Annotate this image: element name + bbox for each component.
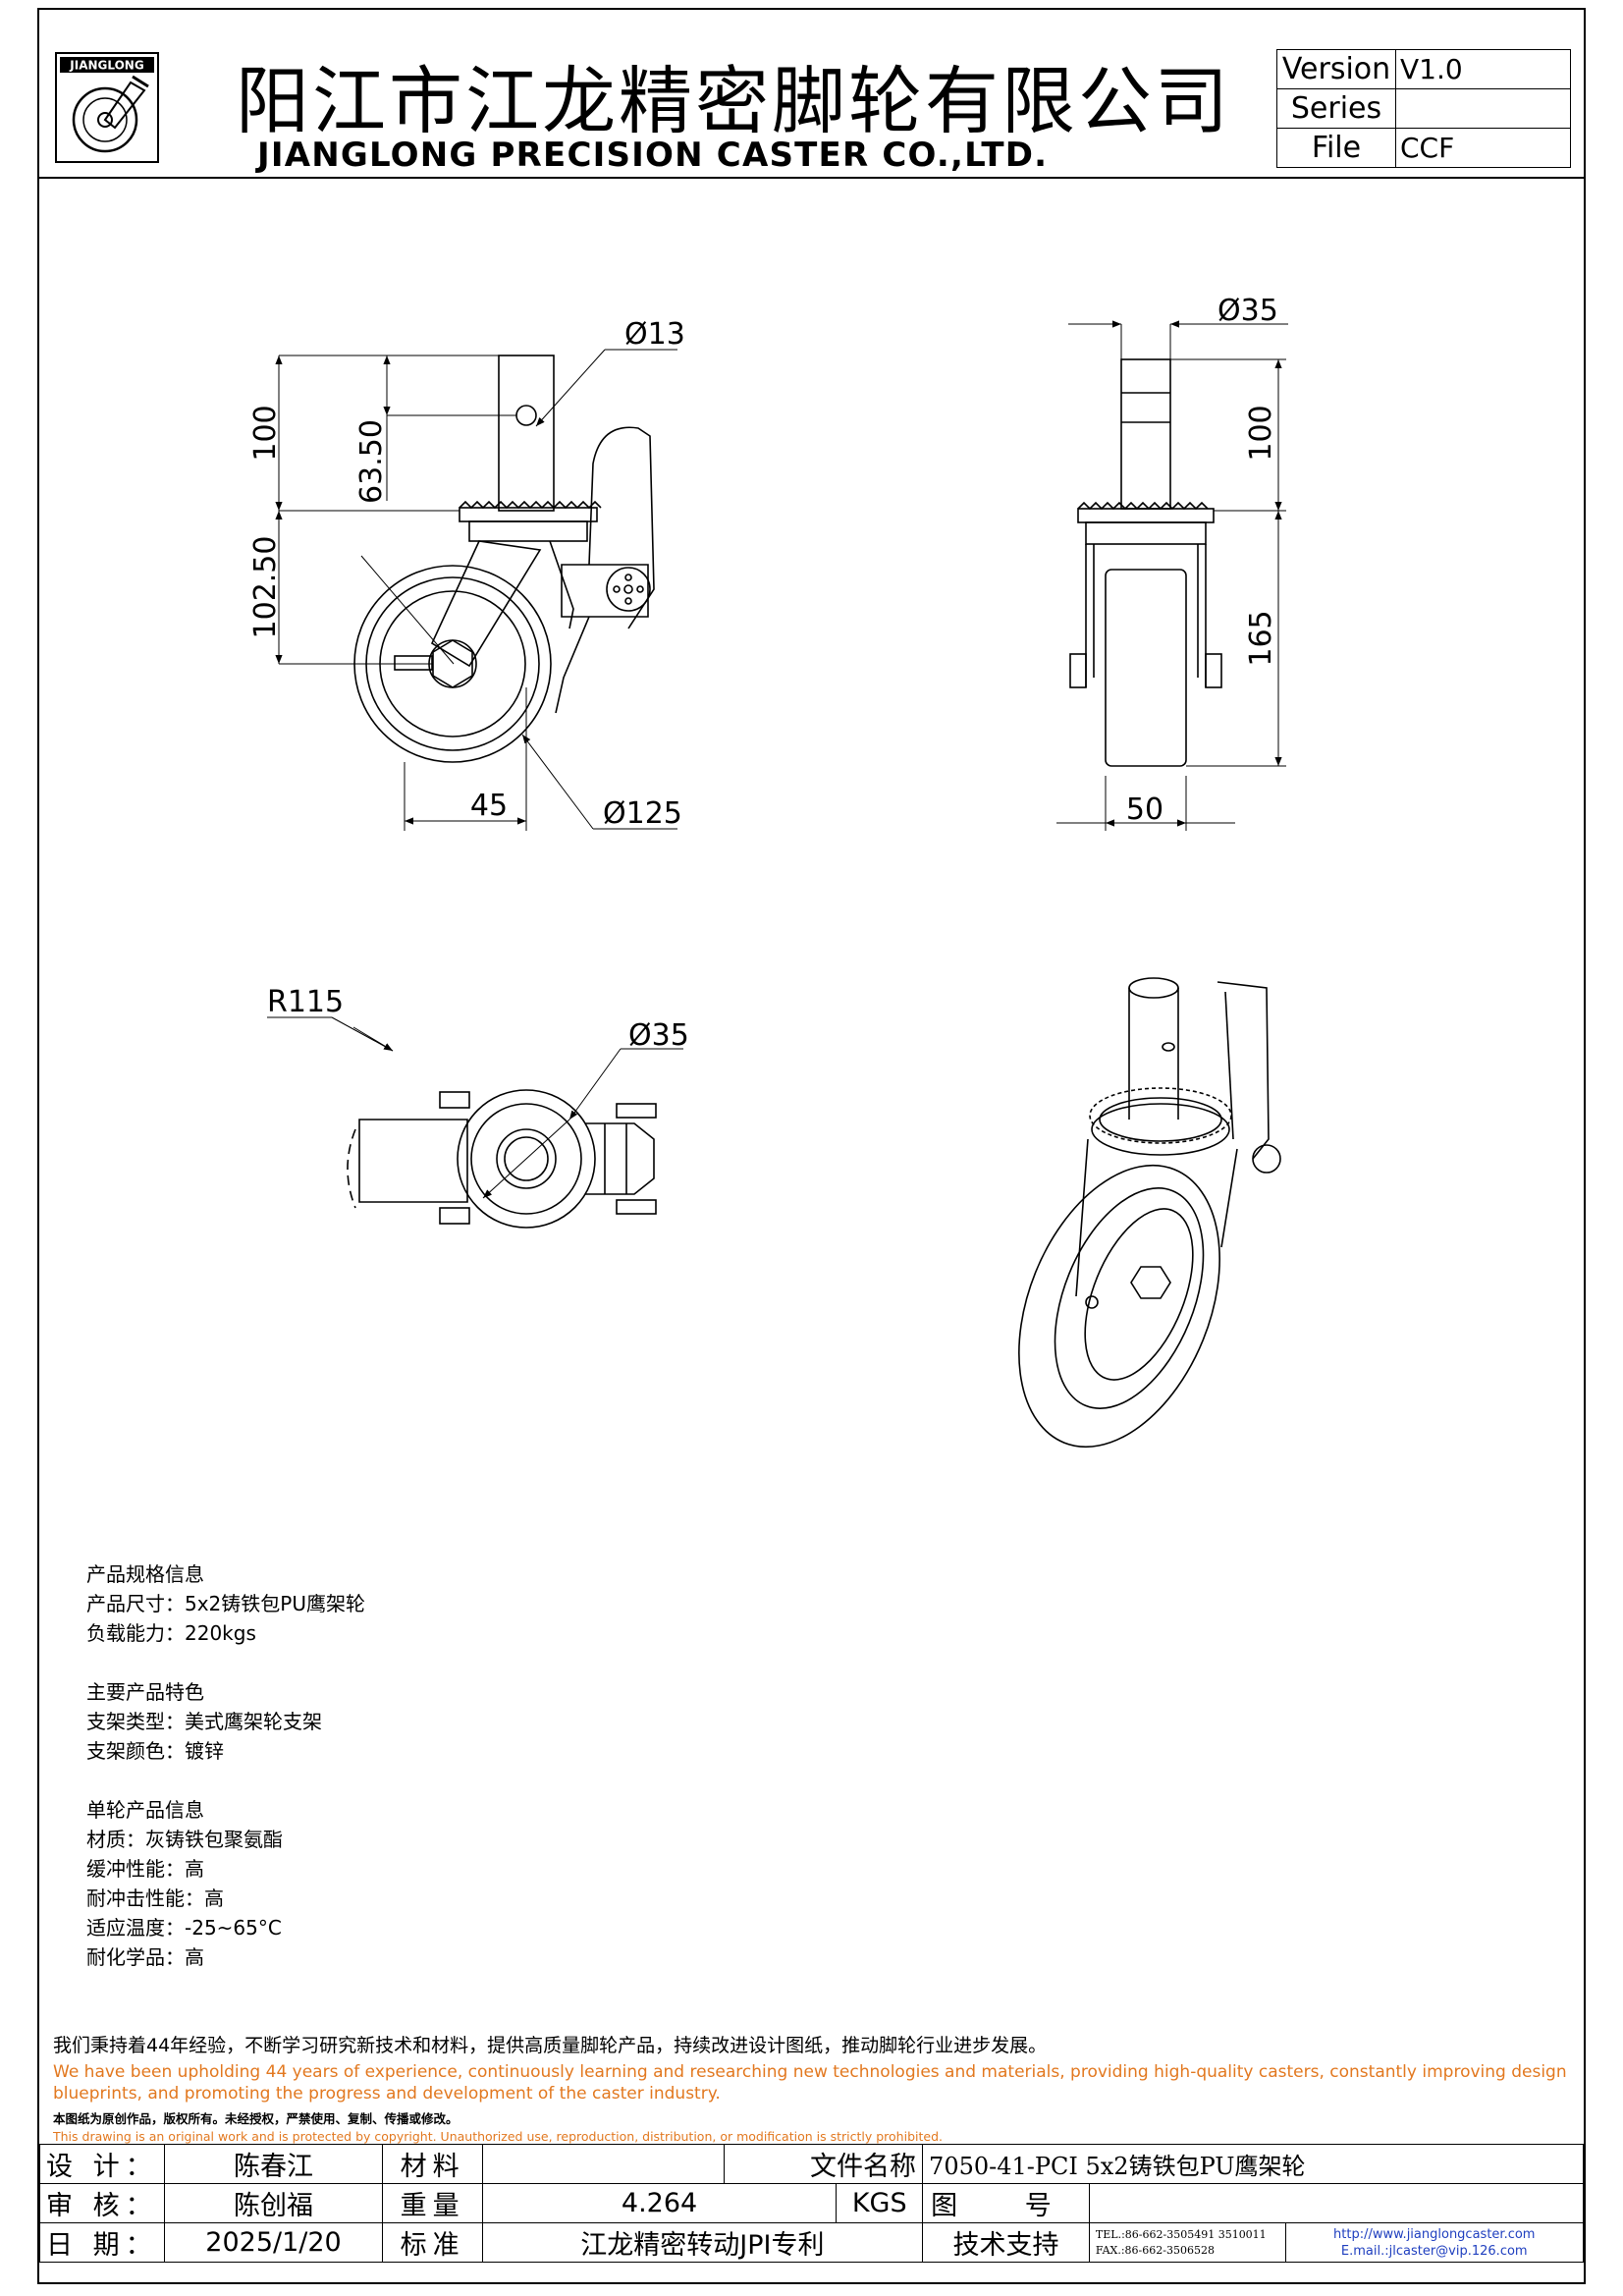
- title-block: 设 计： 陈春江 材料 文件名称 7050-41-PCI 5x2铸铁包PU鹰架轮…: [39, 2144, 1585, 2263]
- title-row-date: 日 期： 2025/1/20 标准 江龙精密转动JPI专利 技术支持 TEL.:…: [39, 2222, 1585, 2263]
- standard-label: 标准: [382, 2222, 483, 2263]
- spec-line: 负载能力：220kgs: [86, 1621, 256, 1645]
- contact-phone: TEL.:86-662-3505491 3510011 FAX.:86-662-…: [1088, 2222, 1286, 2263]
- drawing-frame: [37, 8, 1586, 2284]
- company-name-en: JIANGLONG PRECISION CASTER CO.,LTD.: [257, 136, 1049, 175]
- material-label: 材料: [382, 2144, 483, 2184]
- front-view: Ø35 100 165 50: [1056, 294, 1288, 831]
- logo-text: JIANGLONG: [69, 59, 143, 73]
- header-rule: [37, 177, 1586, 179]
- dim-height-102: 102.50: [248, 536, 283, 639]
- spec-group-title: 单轮产品信息: [86, 1798, 204, 1822]
- meta-row-version: Version V1.0: [1276, 49, 1571, 89]
- meta-key: Series: [1276, 88, 1396, 129]
- company-name-cn: 阳江市江龙精密脚轮有限公司: [236, 58, 1232, 144]
- filename-label: 文件名称: [723, 2144, 924, 2184]
- title-row-review: 审 核： 陈创福 重量 4.264 KGS 图 号: [39, 2183, 1585, 2223]
- tel-text: TEL.:86-662-3505491 3510011: [1095, 2227, 1267, 2241]
- dim-width-45: 45: [470, 789, 508, 823]
- spec-line: 产品尺寸：5x2铸铁包PU鹰架轮: [86, 1592, 365, 1615]
- side-view: 100 102.50 63.50 45 Ø13 Ø125: [248, 317, 685, 831]
- weight-unit: KGS: [836, 2183, 924, 2223]
- support-label: 技术支持: [922, 2222, 1090, 2263]
- copyright-notes: 我们秉持着44年经验，不断学习研究新技术和材料，提供高质量脚轮产品，持续改进设计…: [53, 2031, 1585, 2144]
- dim-height-100: 100: [248, 405, 283, 461]
- spec-group-title: 主要产品特色: [86, 1680, 204, 1704]
- spec-line: 适应温度：-25~65°C: [86, 1916, 282, 1940]
- meta-key: Version: [1276, 49, 1396, 89]
- mission-statement-cn: 我们秉持着44年经验，不断学习研究新技术和材料，提供高质量脚轮产品，持续改进设计…: [53, 2035, 1048, 2056]
- date-label: 日 期：: [39, 2222, 165, 2263]
- isometric-view: [1018, 977, 1281, 1449]
- dim-stem-height: 100: [1244, 405, 1278, 461]
- meta-value: V1.0: [1395, 49, 1571, 89]
- meta-row-file: File CCF: [1276, 128, 1571, 168]
- spec-line: 支架类型：美式鹰架轮支架: [86, 1710, 322, 1733]
- material-value: [481, 2144, 725, 2184]
- version-table: Version V1.0 Series File CCF: [1276, 49, 1571, 168]
- dim-plate-diameter: Ø35: [628, 1018, 689, 1053]
- fax-text: FAX.:86-662-3506528: [1095, 2243, 1215, 2257]
- contact-web: http://www.jianglongcaster.com E.mail.:j…: [1284, 2222, 1585, 2263]
- spec-line: 支架颜色：镀锌: [86, 1739, 224, 1763]
- spec-line: 耐化学品：高: [86, 1945, 204, 1969]
- mission-statement-en: We have been upholding 44 years of exper…: [53, 2062, 1567, 2104]
- weight-label: 重量: [382, 2183, 483, 2223]
- meta-value: CCF: [1395, 128, 1571, 168]
- dim-height-63: 63.50: [354, 419, 389, 504]
- spec-group-title: 产品规格信息: [86, 1562, 204, 1586]
- company-logo: JIANGLONG: [55, 52, 159, 163]
- meta-row-series: Series: [1276, 88, 1571, 129]
- design-label: 设 计：: [39, 2144, 165, 2184]
- meta-key: File: [1276, 128, 1396, 168]
- top-view: R115 Ø35: [267, 985, 689, 1229]
- dim-stem-diameter: Ø35: [1217, 294, 1278, 328]
- filename-value: 7050-41-PCI 5x2铸铁包PU鹰架轮: [922, 2144, 1584, 2184]
- reviewer-name: 陈创福: [163, 2183, 384, 2223]
- date-value: 2025/1/20: [163, 2222, 384, 2263]
- spec-line: 缓冲性能：高: [86, 1857, 204, 1881]
- spec-line: 材质：灰铸铁包聚氨酯: [86, 1828, 283, 1851]
- drawing-number-label: 图 号: [922, 2183, 1090, 2223]
- dim-caster-height: 165: [1244, 610, 1278, 666]
- technical-drawings: 100 102.50 63.50 45 Ø13 Ø125: [248, 294, 1288, 1449]
- dim-pin-diameter: Ø13: [624, 317, 685, 352]
- spec-line: 耐冲击性能：高: [86, 1886, 224, 1910]
- email-link[interactable]: E.mail.:jlcaster@vip.126.com: [1340, 2243, 1528, 2259]
- copyright-cn: 本图纸为原创作品，版权所有。未经授权，严禁使用、复制、传播或修改。: [53, 2111, 459, 2126]
- weight-value: 4.264: [481, 2183, 838, 2223]
- website-link[interactable]: http://www.jianglongcaster.com: [1333, 2226, 1536, 2242]
- copyright-en: This drawing is an original work and is …: [53, 2129, 943, 2144]
- dim-wheel-diameter: Ø125: [603, 796, 682, 831]
- product-specs: 产品规格信息 产品尺寸：5x2铸铁包PU鹰架轮 负载能力：220kgs 主要产品…: [86, 1559, 365, 1972]
- drawing-number-value: [1088, 2183, 1585, 2223]
- dim-wheel-width: 50: [1126, 793, 1163, 827]
- review-label: 审 核：: [39, 2183, 165, 2223]
- title-row-design: 设 计： 陈春江 材料 文件名称 7050-41-PCI 5x2铸铁包PU鹰架轮: [39, 2144, 1584, 2184]
- dim-swivel-radius: R115: [267, 985, 344, 1019]
- designer-name: 陈春江: [163, 2144, 384, 2184]
- standard-value: 江龙精密转动JPI专利: [481, 2222, 924, 2263]
